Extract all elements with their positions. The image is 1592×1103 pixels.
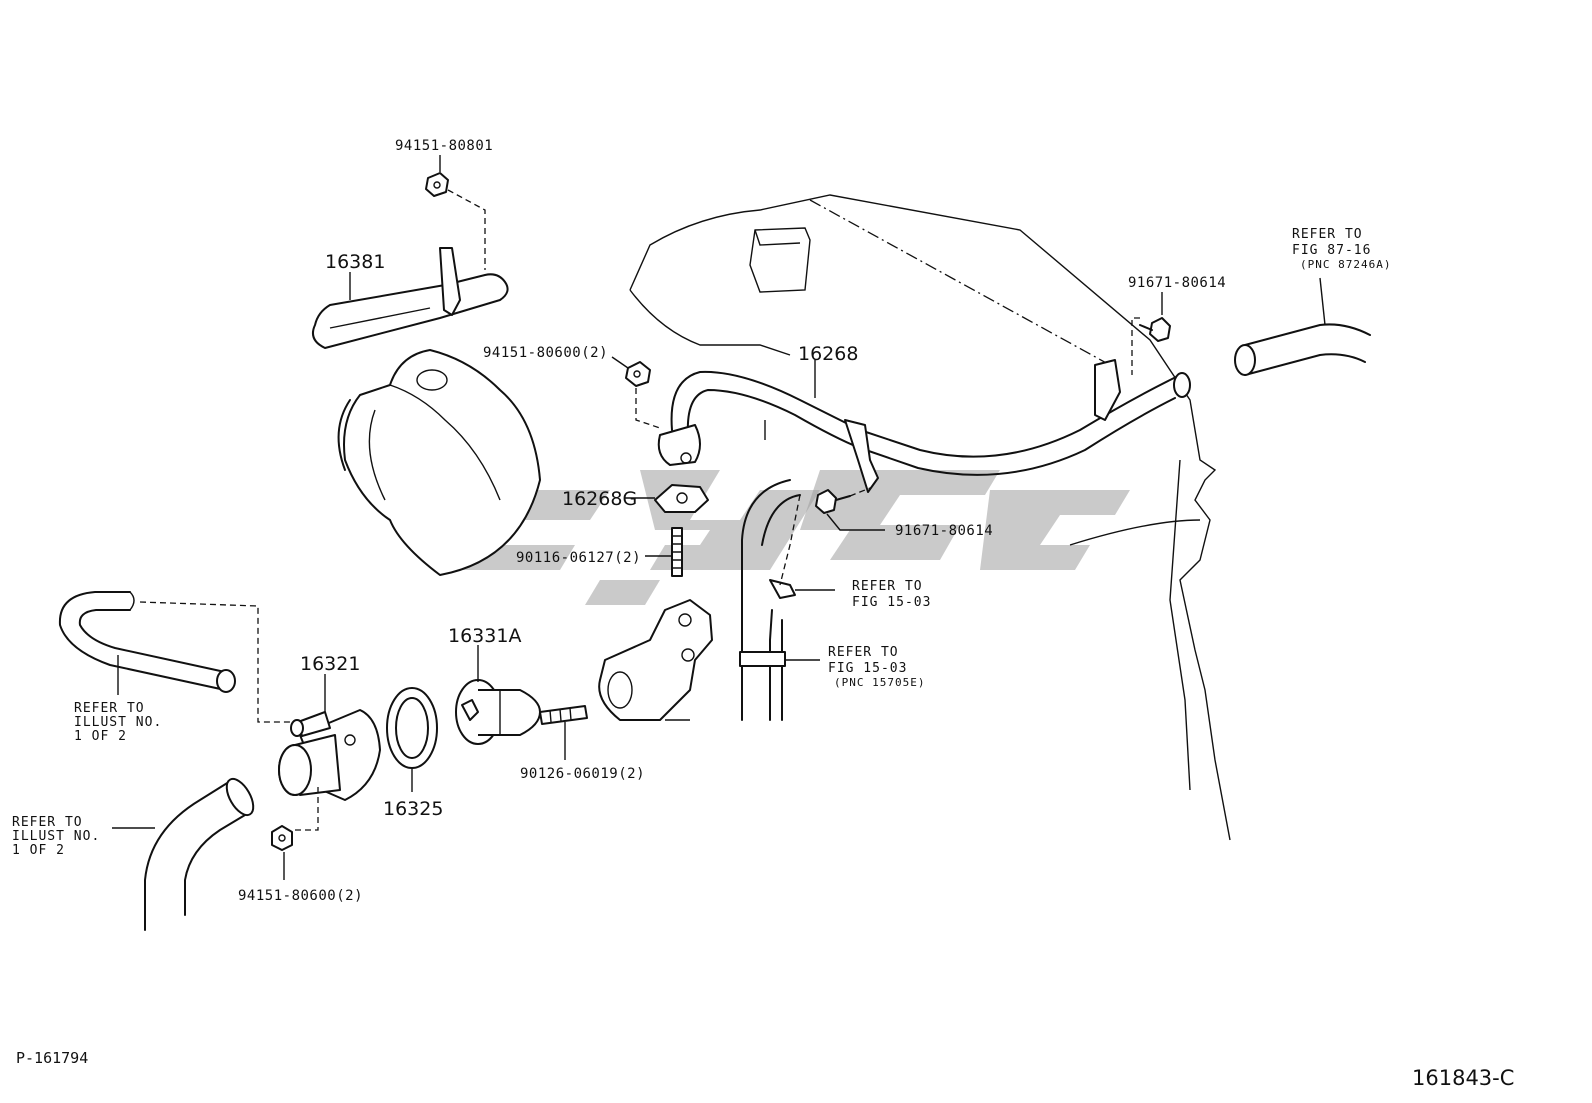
ref-illust-upper: REFER TO ILLUST NO. 1 OF 2 bbox=[74, 701, 162, 744]
ref-illust-lower: REFER TO ILLUST NO. 1 OF 2 bbox=[12, 815, 100, 858]
stud-90126-06019 bbox=[539, 705, 588, 725]
thermostat-16331A bbox=[455, 679, 541, 745]
svg-text:REFER TO: REFER TO bbox=[852, 579, 923, 594]
label-bolt-right-top: 91671-80614 bbox=[1128, 275, 1226, 291]
nut-94151-80600-upper bbox=[625, 361, 651, 387]
footer-right-code: 161843-C bbox=[1412, 1066, 1514, 1090]
bracket-16381 bbox=[312, 247, 509, 349]
leader-nut-bottom bbox=[295, 785, 319, 831]
label-bolt-right-mid: 91671-80614 bbox=[895, 523, 993, 539]
label-thermostat: 16331A bbox=[448, 625, 521, 647]
label-bracket: 16381 bbox=[325, 251, 385, 273]
leader-bolt-top bbox=[1131, 317, 1140, 375]
bolt-91671-80614-top bbox=[1139, 317, 1171, 342]
housing-16321 bbox=[278, 709, 381, 801]
label-gasket: 16325 bbox=[383, 798, 443, 820]
svg-text:(PNC 87246A): (PNC 87246A) bbox=[1300, 258, 1391, 271]
label-stud-a: 90116-06127(2) bbox=[516, 550, 641, 566]
label-housing: 16321 bbox=[300, 653, 360, 675]
hose-right bbox=[1234, 323, 1371, 376]
leader-ref-87-16 bbox=[1319, 277, 1326, 326]
leader-bolt-mid-label bbox=[826, 513, 885, 531]
pipe-16268 bbox=[657, 359, 1191, 493]
svg-text:1 OF 2: 1 OF 2 bbox=[12, 843, 65, 858]
leader-nut-mid-label bbox=[611, 356, 629, 369]
svg-text:FIG 87-16: FIG 87-16 bbox=[1292, 243, 1371, 258]
leader-hose-upper bbox=[139, 601, 290, 723]
ref-fig-87-16: REFER TO FIG 87-16 (PNC 87246A) bbox=[1292, 227, 1391, 271]
svg-text:ILLUST NO.: ILLUST NO. bbox=[12, 829, 100, 844]
label-nut-top: 94151-80801 bbox=[395, 138, 493, 154]
svg-text:1 OF 2: 1 OF 2 bbox=[74, 729, 127, 744]
centerline bbox=[809, 199, 1111, 366]
nut-94151-80801 bbox=[425, 172, 449, 197]
label-nut-mid: 94151-80600(2) bbox=[483, 345, 608, 361]
engine-outline bbox=[629, 194, 1231, 841]
bolt-91671-80614-mid bbox=[815, 489, 851, 514]
label-nut-bottom: 94151-80600(2) bbox=[238, 888, 363, 904]
svg-text:REFER TO: REFER TO bbox=[74, 701, 145, 716]
hose-upper-left bbox=[58, 591, 236, 693]
nut-94151-80600-bottom bbox=[271, 825, 293, 851]
svg-text:ILLUST NO.: ILLUST NO. bbox=[74, 715, 162, 730]
gasket-16325 bbox=[386, 687, 438, 769]
svg-text:REFER TO: REFER TO bbox=[828, 645, 899, 660]
svg-text:FIG 15-03: FIG 15-03 bbox=[828, 661, 907, 676]
stud-90116-06127 bbox=[671, 527, 683, 577]
gasket-16268G bbox=[654, 484, 709, 513]
ref-fig-15-03-a: REFER TO FIG 15-03 bbox=[852, 579, 931, 610]
ref-fig-15-03-b: REFER TO FIG 15-03 (PNC 15705E) bbox=[828, 645, 925, 689]
alternator bbox=[337, 349, 541, 576]
svg-text:REFER TO: REFER TO bbox=[12, 815, 83, 830]
footer-left-code: P-161794 bbox=[16, 1049, 88, 1067]
water-outlet bbox=[598, 599, 713, 721]
leader-hose-clip bbox=[779, 494, 801, 586]
label-stud-b: 90126-06019(2) bbox=[520, 766, 645, 782]
leader-bolt-mid bbox=[849, 487, 871, 497]
hose-lower-left bbox=[144, 777, 255, 931]
label-gasket-pipe: 16268G bbox=[562, 488, 637, 510]
label-pipe: 16268 bbox=[798, 343, 858, 365]
leader-nut-top bbox=[447, 189, 486, 270]
svg-text:FIG 15-03: FIG 15-03 bbox=[852, 595, 931, 610]
svg-text:REFER TO: REFER TO bbox=[1292, 227, 1363, 242]
vertical-hoses bbox=[739, 479, 801, 721]
leader-nut-mid bbox=[635, 388, 661, 429]
svg-text:(PNC 15705E): (PNC 15705E) bbox=[834, 676, 925, 689]
